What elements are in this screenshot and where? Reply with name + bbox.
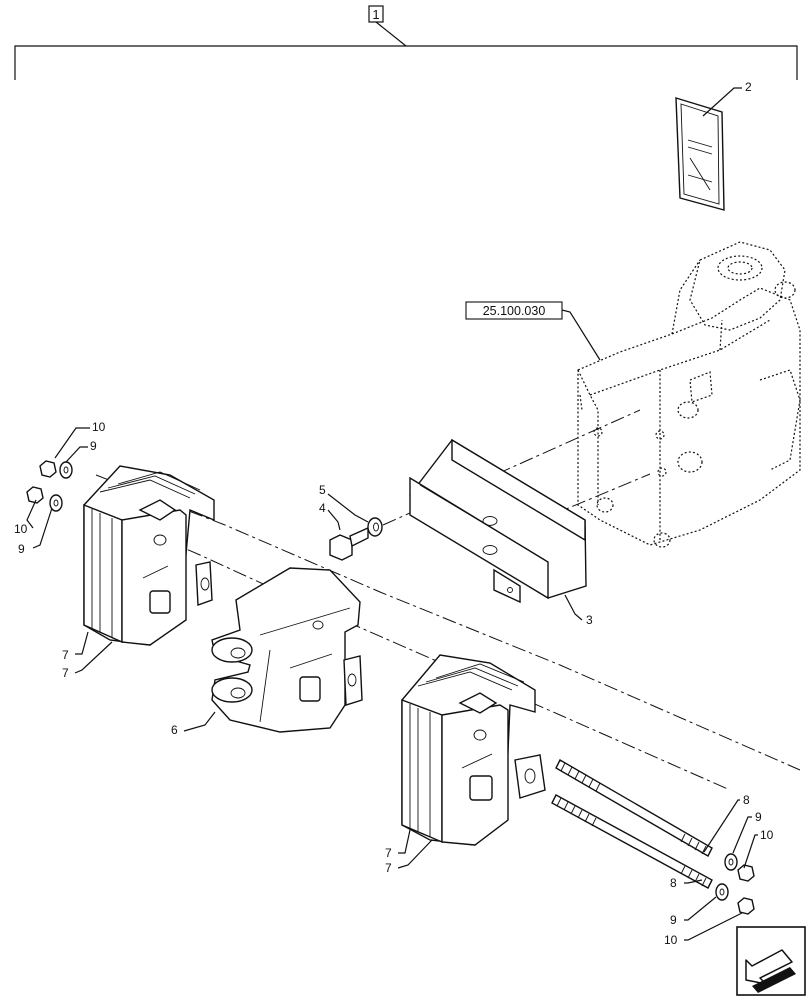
callout-nut-upper-right: 10 xyxy=(760,828,774,842)
callout-nut-lower-right: 10 xyxy=(664,933,678,947)
callout-bracket: 3 xyxy=(586,613,593,627)
callout-rod-upper: 8 xyxy=(743,793,750,807)
washer-left-upper xyxy=(59,461,73,479)
washer-right-upper xyxy=(724,853,738,871)
weight-carrier xyxy=(211,567,363,733)
tractor-front-frame xyxy=(577,241,801,548)
callout-manual: 2 xyxy=(745,80,752,94)
assembly-ref-label: 1 xyxy=(372,7,379,22)
threaded-rods xyxy=(551,759,713,889)
callout-left-weight-a: 7 xyxy=(62,648,69,662)
bolt xyxy=(329,526,369,561)
callout-left-weight-b: 7 xyxy=(62,666,69,680)
washer-left-lower xyxy=(49,494,63,512)
callout-bolt: 4 xyxy=(319,501,326,515)
arrow-icon[interactable] xyxy=(736,926,806,996)
nut-right-upper xyxy=(737,864,755,882)
callout-rod-lower: 8 xyxy=(670,876,677,890)
callout-carrier: 6 xyxy=(171,723,178,737)
frame-reference: 25.100.030 xyxy=(465,301,601,361)
callout-nut-lower-left: 10 xyxy=(14,522,28,536)
nut-right-lower xyxy=(737,897,755,915)
callout-right-weight-a: 7 xyxy=(385,846,392,860)
manual-booklet xyxy=(675,97,725,211)
callout-leaders xyxy=(26,87,758,941)
callout-nut-upper-left: 10 xyxy=(92,420,106,434)
right-weight-stack xyxy=(401,654,546,846)
callout-right-weight-b: 7 xyxy=(385,861,392,875)
assembly-bracket: 1 xyxy=(14,5,798,80)
callout-washer-upper-left: 9 xyxy=(90,439,97,453)
callout-labels: 2 3 5 4 10 9 10 9 7 7 6 7 7 8 9 10 8 9 1… xyxy=(14,80,774,947)
nut-left-upper xyxy=(39,460,57,478)
callout-washer: 5 xyxy=(319,483,326,497)
weight-support-bracket xyxy=(409,438,587,604)
callout-washer-upper-right: 9 xyxy=(755,810,762,824)
washer xyxy=(367,517,383,537)
washer-right-lower xyxy=(715,883,729,901)
callout-washer-lower-right: 9 xyxy=(670,913,677,927)
frame-ref-label: 25.100.030 xyxy=(483,304,546,318)
callout-washer-lower-left: 9 xyxy=(18,542,25,556)
left-weight-stack xyxy=(83,465,215,646)
nut-left-lower xyxy=(26,486,44,504)
